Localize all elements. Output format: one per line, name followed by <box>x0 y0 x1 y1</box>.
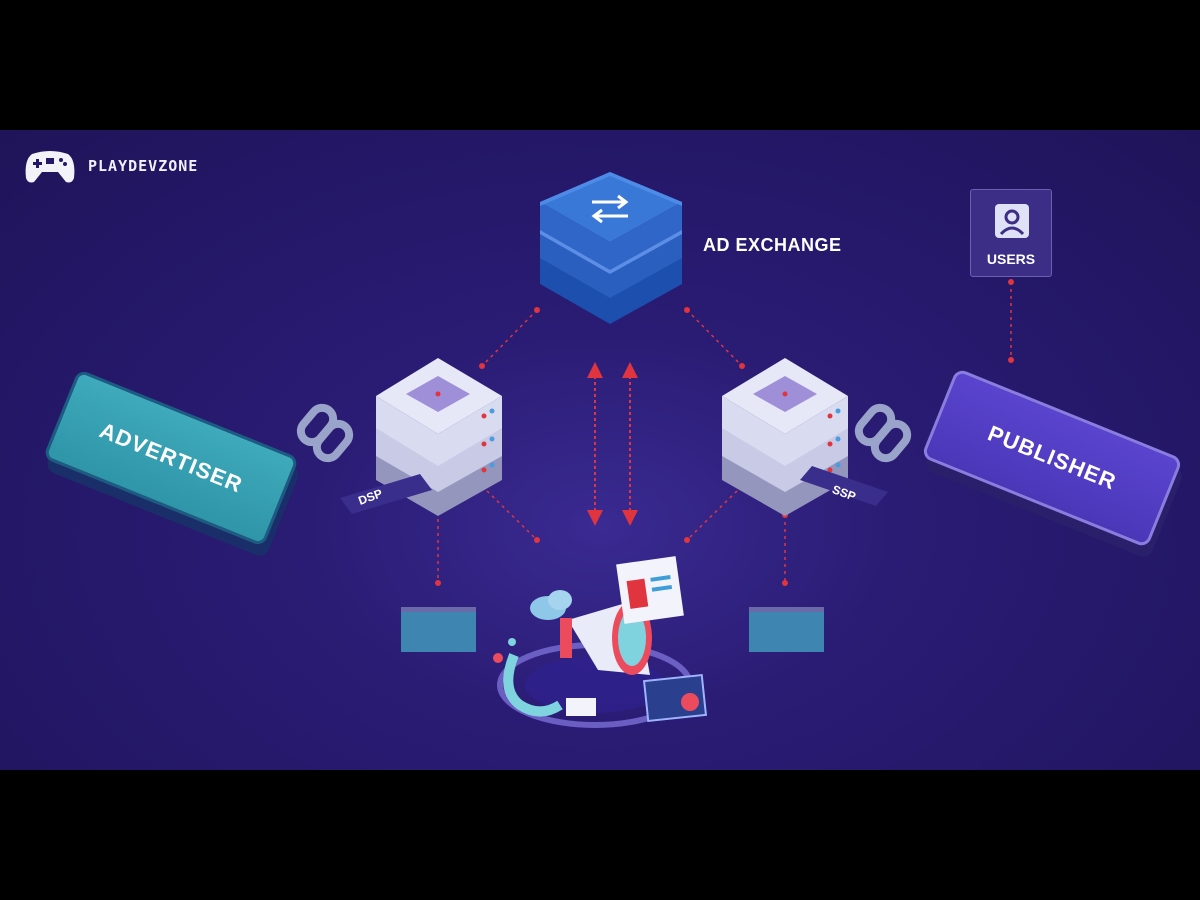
diagram-graphics <box>296 172 1014 728</box>
link-icon <box>296 403 354 463</box>
connector-exchange-dsp <box>481 309 538 367</box>
gamepad-icon <box>25 151 75 183</box>
connectors <box>437 282 1012 583</box>
users-card: USERS <box>970 189 1052 277</box>
webpage-icon <box>616 556 684 624</box>
users-label: USERS <box>986 251 1036 267</box>
connector-dsp-campaign <box>481 485 538 541</box>
ad-exchange-label: AD EXCHANGE <box>703 235 842 255</box>
ssp-server <box>722 358 888 516</box>
diagram-canvas: PLAYDEVZONE <box>0 130 1200 770</box>
dsp-window-card <box>401 607 476 652</box>
campaign-illustration <box>493 556 708 728</box>
connector-exchange-ssp <box>686 309 743 367</box>
ad-exchange-server <box>540 172 682 324</box>
brand: PLAYDEVZONE <box>24 146 198 186</box>
advertiser-label: ADVERTISER <box>96 417 247 498</box>
brand-name: PLAYDEVZONE <box>88 157 199 175</box>
chat-bubble-icon <box>566 698 596 716</box>
connector-ssp-campaign <box>686 485 743 541</box>
swap-arrows-icon <box>591 194 629 224</box>
user-profile-icon <box>995 204 1029 238</box>
link-icon <box>854 403 912 463</box>
dsp-server <box>340 358 502 516</box>
bidirectional-arrows <box>587 362 638 526</box>
ssp-window-card <box>749 607 824 652</box>
cloud-icon <box>530 590 572 620</box>
publisher-label: PUBLISHER <box>984 420 1120 495</box>
